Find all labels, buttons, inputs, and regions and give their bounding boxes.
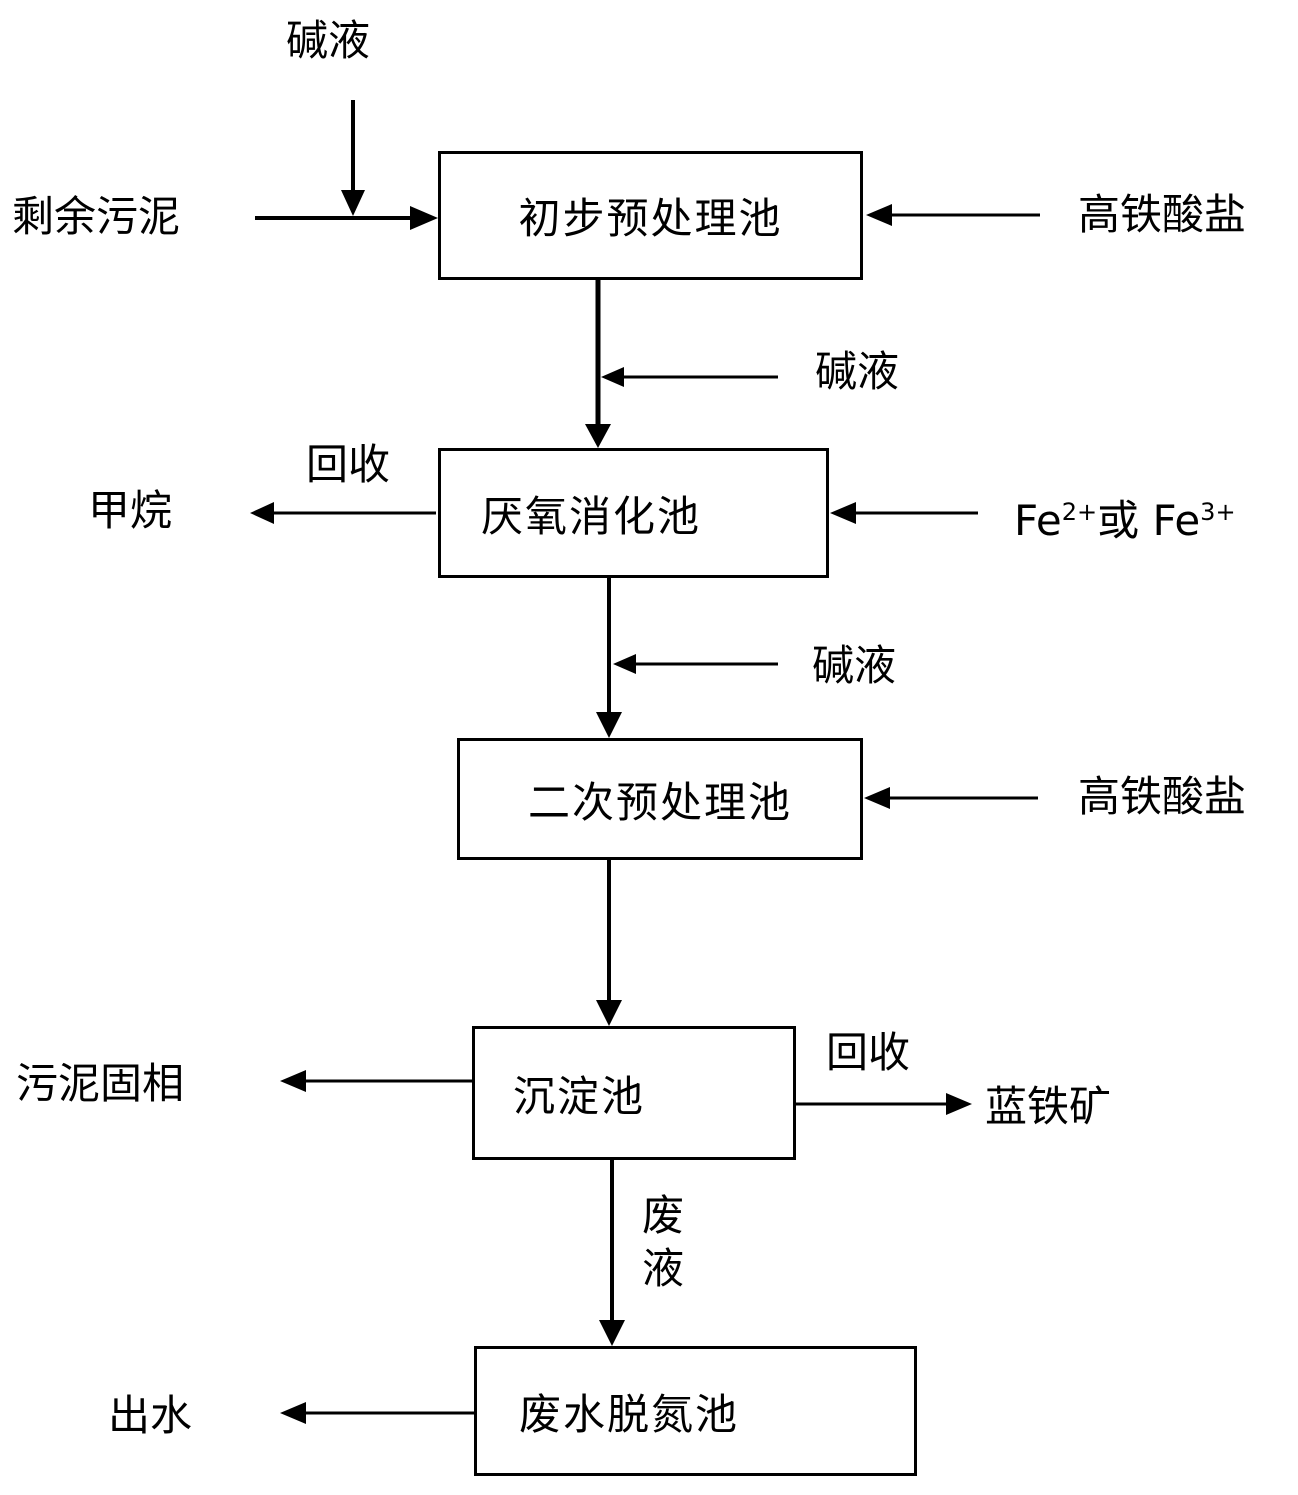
iron-ions-label: Fe2+或 Fe3+ [1014,500,1236,542]
anaerobic-label: 厌氧消化池 [481,491,702,541]
secondary-pretreatment-tank: 二次预处理池 [457,738,863,860]
fe-a-charge: 2+ [1061,498,1098,526]
fe-or-text: 或 [1097,496,1140,545]
alkali-label-3: 碱液 [812,641,897,690]
fe-a-text: Fe [1014,496,1062,545]
fe-b-text: Fe [1139,496,1201,545]
waste-liquid-label: 废 液 [640,1190,686,1295]
preliminary-label: 初步预处理池 [518,194,783,243]
secondary-label: 二次预处理池 [527,777,792,827]
sludge-input-label: 剩余污泥 [12,192,181,241]
alkali-top-label: 碱液 [286,16,371,65]
effluent-label: 出水 [108,1391,193,1440]
ferrate-label-2: 高铁酸盐 [1078,772,1247,821]
vivianite-label: 蓝铁矿 [985,1082,1112,1131]
sedimentation-tank: 沉淀池 [472,1026,796,1160]
sludge-solid-label: 污泥固相 [16,1059,185,1108]
anaerobic-digestion-tank: 厌氧消化池 [438,448,829,578]
preliminary-pretreatment-tank: 初步预处理池 [438,151,863,280]
ferrate-label-1: 高铁酸盐 [1078,190,1247,239]
methane-label: 甲烷 [88,486,173,535]
denitrification-tank: 废水脱氮池 [474,1346,917,1476]
denitrify-label: 废水脱氮池 [519,1389,740,1439]
sediment-label: 沉淀池 [513,1071,646,1121]
alkali-label-2: 碱液 [815,347,900,396]
fe-b-charge: 3+ [1200,498,1236,526]
recover-label-2: 回收 [826,1028,911,1077]
waste-char-2: 液 [641,1243,684,1293]
recover-label-1: 回收 [306,440,391,489]
waste-char-1: 废 [641,1191,684,1240]
